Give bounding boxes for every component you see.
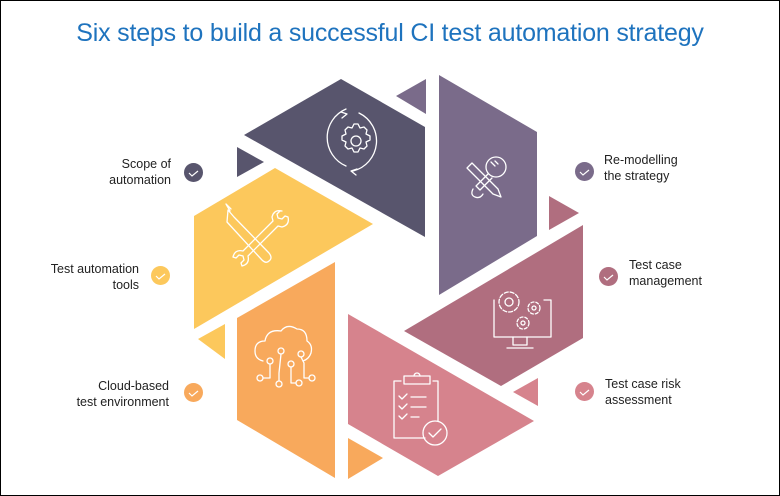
check-icon [579, 169, 590, 176]
gear-cycle-icon [326, 108, 378, 176]
check-badge-remodel [575, 162, 594, 181]
step-label-remodel: Re-modelling the strategy [604, 153, 678, 183]
check-icon [603, 274, 614, 281]
segment-risk [348, 314, 538, 476]
cloud-circuit-icon [254, 325, 316, 388]
step-label-risk: Test case risk assessment [605, 377, 681, 407]
check-icon [155, 273, 166, 280]
page-title: Six steps to build a successful CI test … [76, 19, 704, 47]
segment-management [404, 196, 583, 386]
step-label-scope: Scope of automation [109, 157, 171, 187]
segment-remodel [396, 75, 537, 295]
segment-scope [237, 79, 425, 237]
check-icon [188, 170, 199, 177]
lightbulb-pencil-icon [466, 156, 507, 199]
check-badge-tools [151, 266, 170, 285]
step-label-management: Test case management [629, 258, 702, 288]
clipboard-checklist-icon [393, 372, 448, 446]
wrench-screwdriver-icon [225, 203, 290, 267]
segment-cloud [237, 262, 383, 479]
check-icon [188, 390, 199, 397]
step-label-tools: Test automation tools [50, 262, 139, 292]
monitor-gears-icon [493, 291, 552, 349]
check-badge-risk [575, 382, 594, 401]
check-badge-management [599, 267, 618, 286]
segment-tools [194, 168, 373, 359]
check-badge-cloud [184, 383, 203, 402]
step-label-cloud: Cloud-based test environment [76, 379, 169, 409]
check-icon [579, 389, 590, 396]
check-badge-scope [184, 163, 203, 182]
